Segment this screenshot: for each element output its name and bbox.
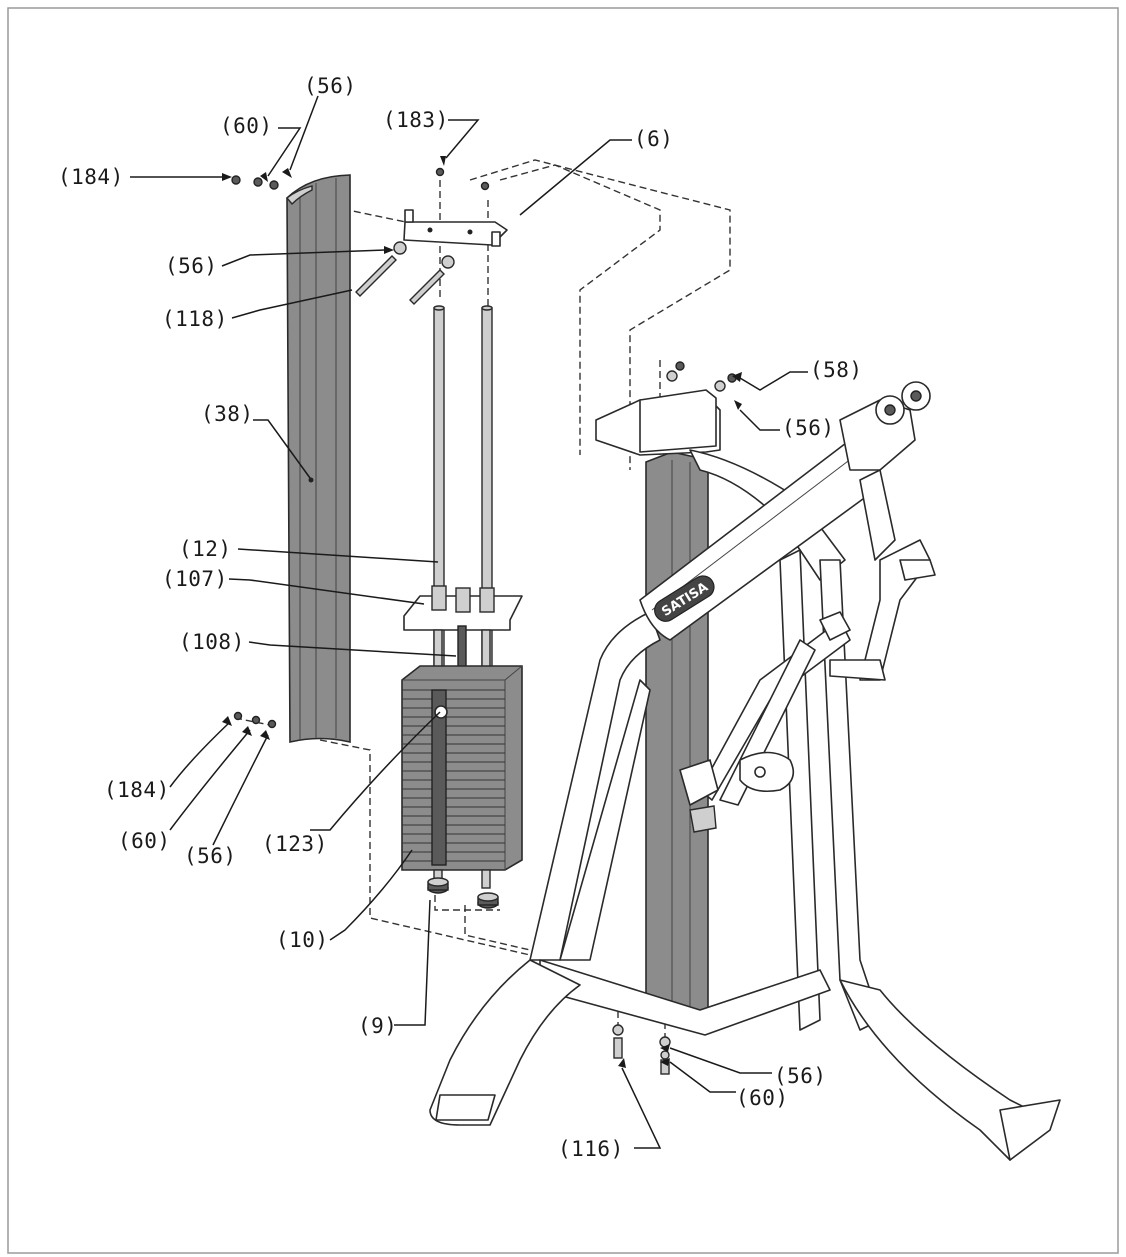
weight-stack-shroud bbox=[286, 174, 351, 744]
weight-stack bbox=[401, 665, 523, 889]
machine-frame: SATISA bbox=[429, 361, 1061, 1161]
callout-184-bot: (184) bbox=[104, 778, 170, 802]
callout-12: (12) bbox=[179, 537, 232, 561]
rubber-bumpers bbox=[427, 877, 499, 909]
callout-60-bot: (60) bbox=[118, 829, 171, 853]
callout-56-right: (56) bbox=[782, 416, 835, 440]
page-frame bbox=[7, 7, 1119, 1254]
callout-60-top: (60) bbox=[220, 114, 273, 138]
callout-56-top: (56) bbox=[304, 74, 357, 98]
callout-10: (10) bbox=[276, 928, 329, 952]
callout-58: (58) bbox=[810, 358, 863, 382]
callout-38: (38) bbox=[201, 402, 254, 426]
callout-116: (116) bbox=[558, 1137, 624, 1161]
top-weight-plate bbox=[403, 585, 523, 631]
callout-56-bot: (56) bbox=[184, 844, 237, 868]
callout-183: (183) bbox=[383, 108, 449, 132]
callout-56-mid: (56) bbox=[165, 254, 218, 278]
callout-108: (108) bbox=[179, 630, 245, 654]
leader-lines bbox=[130, 95, 808, 1149]
callout-107: (107) bbox=[162, 567, 228, 591]
callout-9: (9) bbox=[358, 1014, 397, 1038]
bottom-left-hardware bbox=[233, 711, 277, 729]
callout-labels: (56) (60) (183) (6) (184) (56) (118) (38… bbox=[58, 74, 863, 1161]
leader-arrowheads bbox=[222, 156, 742, 1068]
top-plate bbox=[403, 209, 508, 247]
callout-6: (6) bbox=[634, 127, 673, 151]
callout-118: (118) bbox=[162, 307, 228, 331]
callout-60-base: (60) bbox=[736, 1086, 789, 1110]
callout-184-top: (184) bbox=[58, 165, 124, 189]
callout-56-base: (56) bbox=[774, 1064, 827, 1088]
top-hardware bbox=[231, 167, 490, 305]
callout-123: (123) bbox=[262, 832, 328, 856]
